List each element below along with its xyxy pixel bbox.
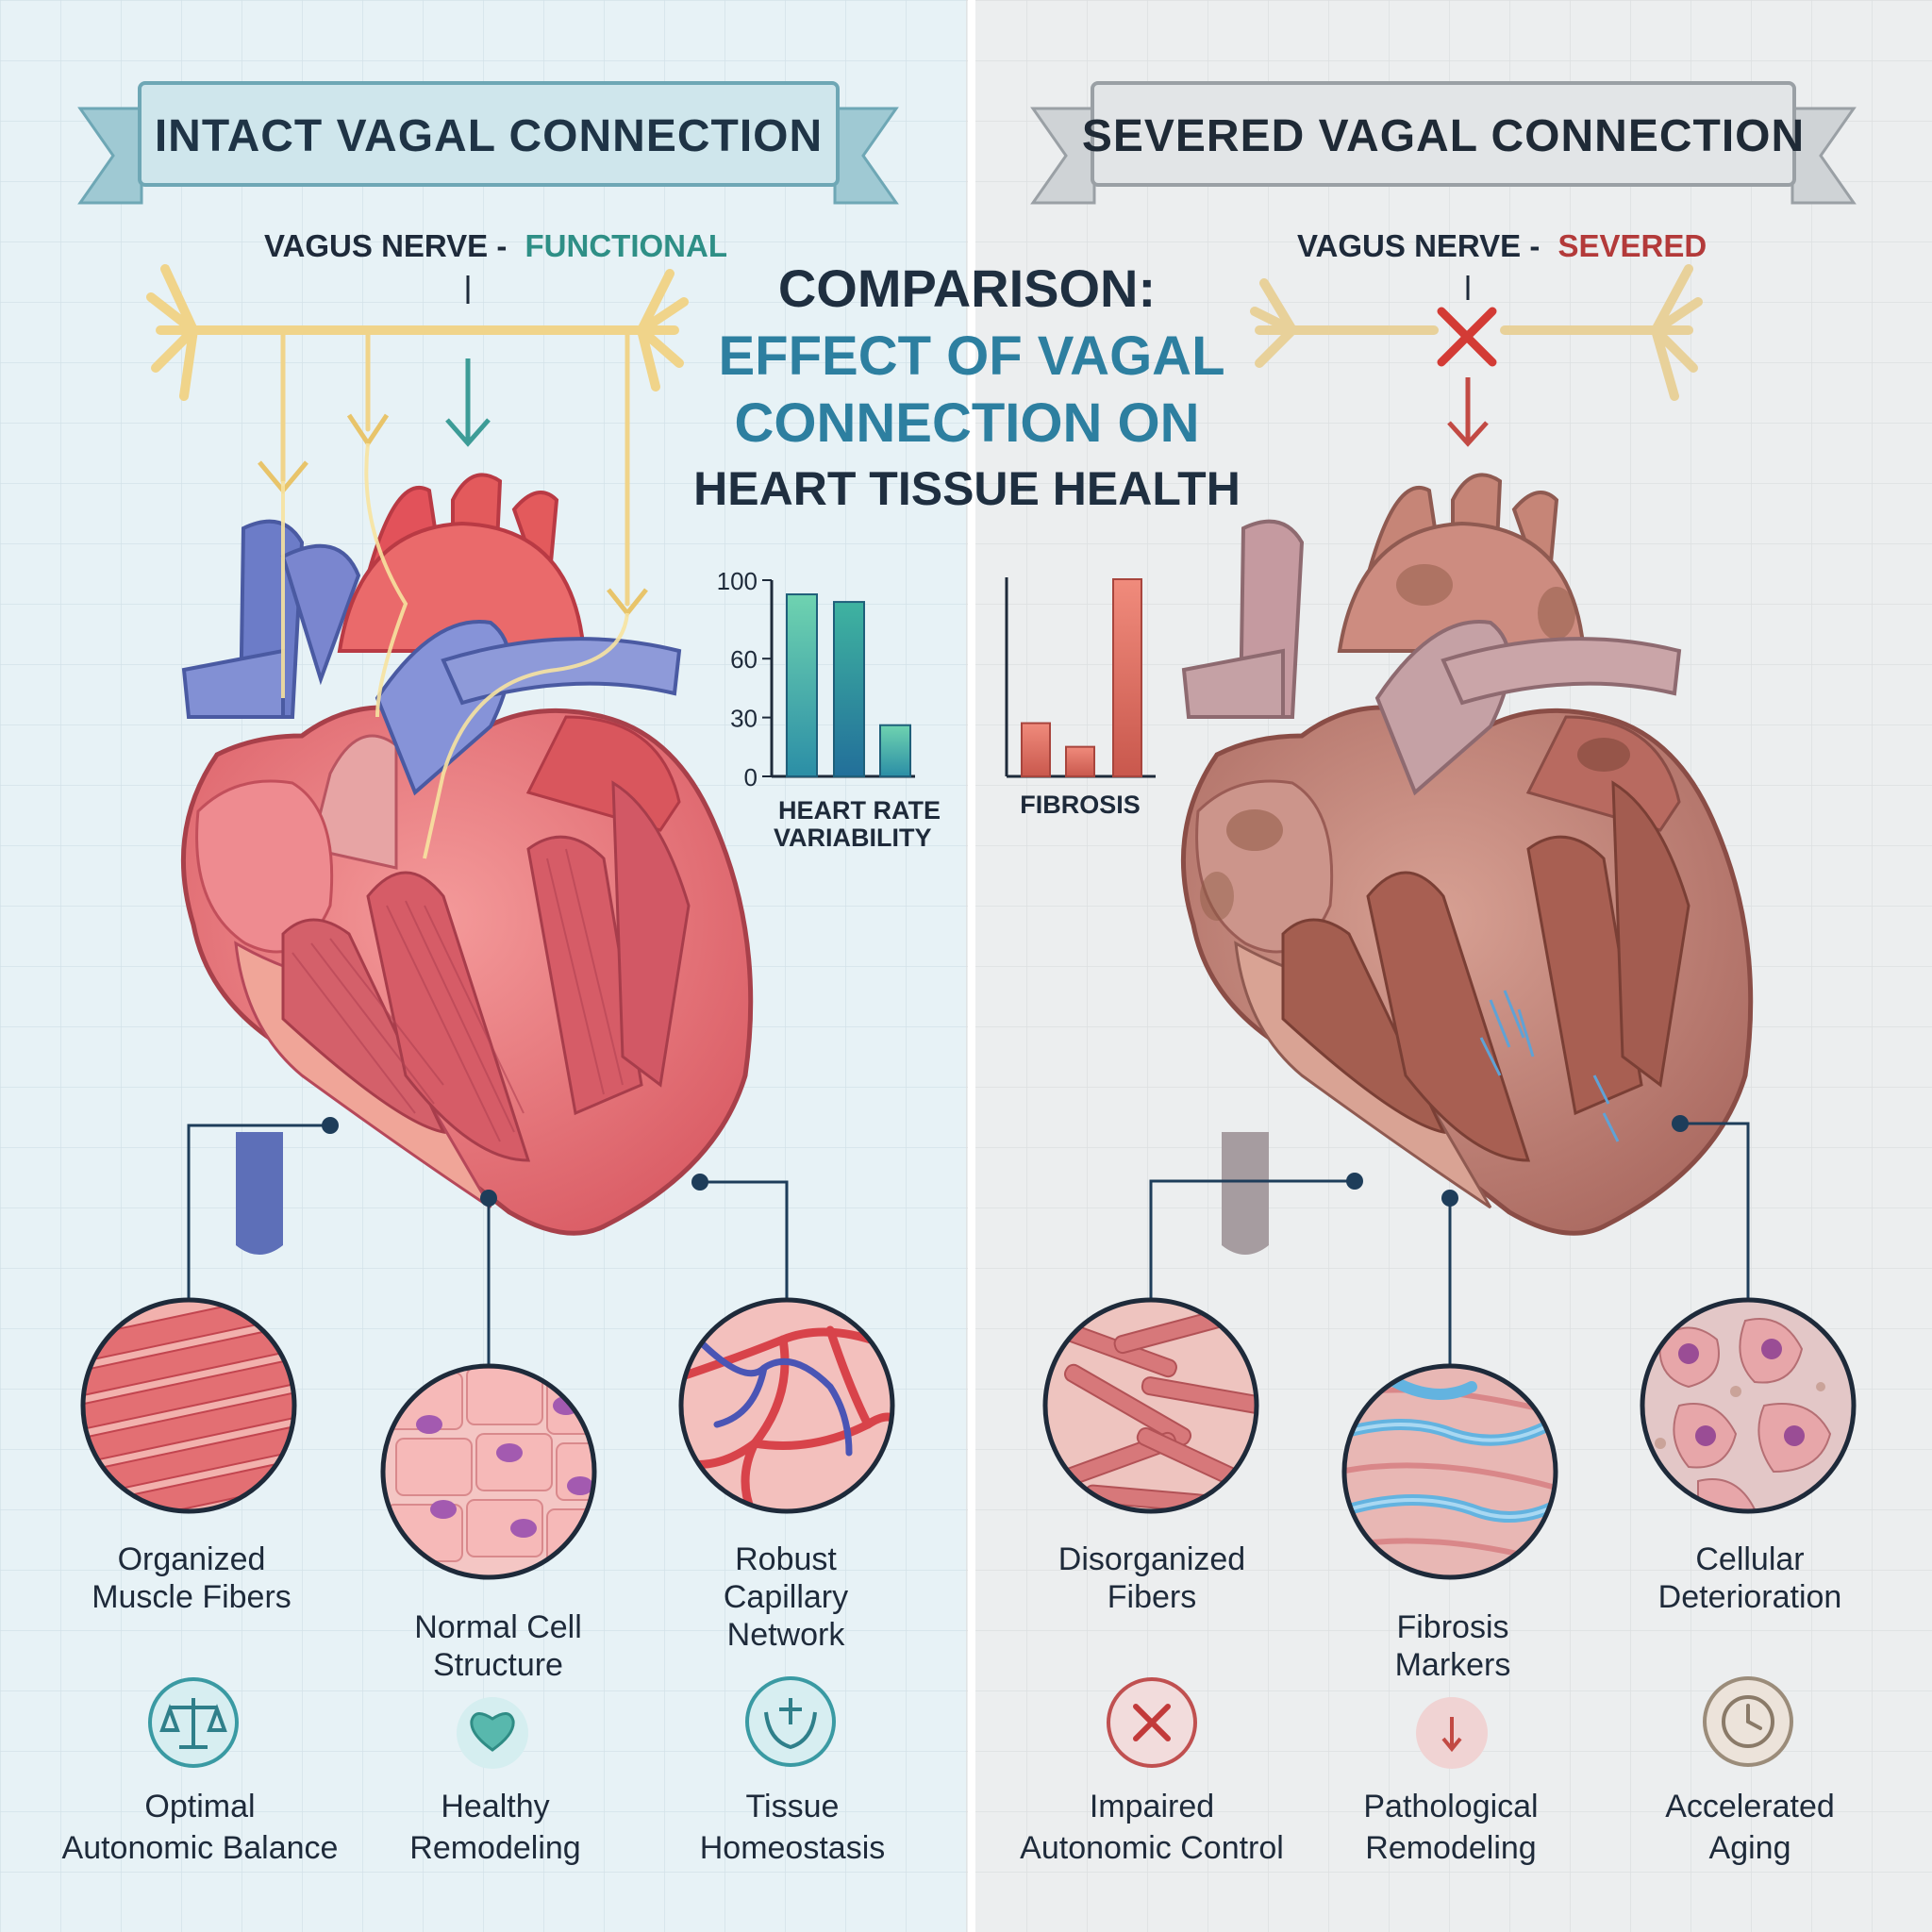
right-connector-dot-2 <box>1441 1190 1458 1207</box>
left-banner: INTACT VAGAL CONNECTION <box>77 81 899 205</box>
fibrosis-bar-chart: FIBROSIS <box>1005 577 1156 819</box>
clock-icon <box>1703 1676 1793 1767</box>
right-connectors <box>1149 1122 1750 1366</box>
svg-text:COMPARISON:: COMPARISON: <box>778 258 1156 318</box>
zoom-disorganized-fibers <box>1042 1297 1259 1514</box>
left-heart-illustration <box>180 442 754 1255</box>
center-title: COMPARISON: EFFECT OF VAGAL CONNECTION O… <box>693 258 1241 515</box>
left-connector-dot-1 <box>322 1117 339 1134</box>
right-zoom-label-1: Fibers <box>1108 1579 1196 1615</box>
left-connectors <box>187 1124 789 1366</box>
right-zoom-label-3: Deterioration <box>1658 1579 1842 1615</box>
left-connector-dot-3 <box>691 1174 708 1191</box>
hrv-bar-chart: HEART RATE VARIABILITY 100 60 30 0 <box>717 567 941 852</box>
zoom-capillary-network <box>678 1297 895 1514</box>
left-status-label-1: Autonomic Balance <box>62 1830 339 1866</box>
right-banner: SEVERED VAGAL CONNECTION <box>1030 81 1857 205</box>
right-zoom-label-3: Cellular <box>1695 1541 1804 1577</box>
left-connector-dot-2 <box>480 1190 497 1207</box>
left-zoom-label-3: Network <box>727 1617 846 1653</box>
right-connector-dot-1 <box>1346 1173 1363 1190</box>
right-status-label-3: Accelerated <box>1665 1789 1835 1824</box>
left-banner-title: INTACT VAGAL CONNECTION <box>155 111 823 161</box>
hands-care-icon <box>745 1676 836 1767</box>
svg-text:CONNECTION ON: CONNECTION ON <box>735 392 1200 454</box>
right-status-label-2: Pathological <box>1363 1789 1538 1824</box>
left-zoom-label-1: Muscle Fibers <box>92 1579 291 1615</box>
right-zoom-label-1: Disorganized <box>1058 1541 1245 1577</box>
left-zoom-label-3: Robust <box>735 1541 837 1577</box>
right-status-label-1: Impaired <box>1090 1789 1214 1824</box>
right-zoom-label-2: Fibrosis <box>1396 1609 1508 1645</box>
right-vagus-nerve <box>1250 264 1703 401</box>
hrv-x-label-2: VARIABILITY <box>774 824 932 852</box>
hrv-y-tick-label: 60 <box>730 645 758 674</box>
left-vagus-nerve <box>146 264 689 607</box>
fibrosis-x-label: FIBROSIS <box>1020 791 1141 819</box>
right-heart-illustration <box>1180 473 1754 1255</box>
hrv-bar <box>879 724 911 777</box>
balance-scale-icon <box>148 1677 239 1768</box>
x-mark-icon <box>1107 1677 1197 1768</box>
left-nerve-label: VAGUS NERVE - FUNCTIONAL <box>264 228 727 263</box>
fibrosis-bar <box>1021 722 1051 778</box>
zoom-cellular-deterioration <box>1640 1297 1857 1514</box>
left-status-label-3: Homeostasis <box>700 1830 886 1866</box>
right-status-label-3: Aging <box>1709 1830 1791 1866</box>
left-zoom-label-2: Structure <box>433 1647 563 1683</box>
severed-x-icon <box>1437 307 1497 367</box>
fibrosis-bar <box>1065 745 1095 778</box>
right-zoom-label-2: Markers <box>1395 1647 1511 1683</box>
hrv-y-tick-label: 0 <box>744 763 758 791</box>
right-status-label-1: Autonomic Control <box>1020 1830 1284 1866</box>
hrv-bar <box>833 601 865 778</box>
down-arrow-icon <box>1416 1697 1488 1769</box>
right-connector-dot-3 <box>1672 1115 1689 1132</box>
svg-text:HEART TISSUE HEALTH: HEART TISSUE HEALTH <box>693 462 1241 515</box>
left-zoom-label-1: Organized <box>118 1541 266 1577</box>
zoom-fibrosis-markers <box>1341 1363 1558 1580</box>
heart-icon <box>457 1697 528 1769</box>
hrv-y-tick-label: 100 <box>717 567 758 595</box>
hrv-bar <box>786 593 818 777</box>
left-zoom-label-3: Capillary <box>724 1579 848 1615</box>
left-status-label-1: Optimal <box>144 1789 255 1824</box>
hrv-y-tick-label: 30 <box>730 705 758 733</box>
right-status-label-2: Remodeling <box>1365 1830 1536 1866</box>
fibrosis-bar <box>1112 578 1142 777</box>
left-zoom-label-2: Normal Cell <box>414 1609 582 1645</box>
zoom-organized-fibers <box>80 1297 297 1514</box>
left-status-label-2: Healthy <box>441 1789 549 1824</box>
right-down-arrow-icon <box>1447 377 1489 447</box>
right-banner-title: SEVERED VAGAL CONNECTION <box>1082 111 1805 161</box>
left-status-label-2: Remodeling <box>409 1830 580 1866</box>
hrv-x-label-1: HEART RATE <box>778 796 941 824</box>
svg-text:EFFECT OF VAGAL: EFFECT OF VAGAL <box>718 325 1224 387</box>
left-status-label-3: Tissue <box>746 1789 840 1824</box>
right-nerve-label: VAGUS NERVE - SEVERED <box>1297 228 1707 263</box>
